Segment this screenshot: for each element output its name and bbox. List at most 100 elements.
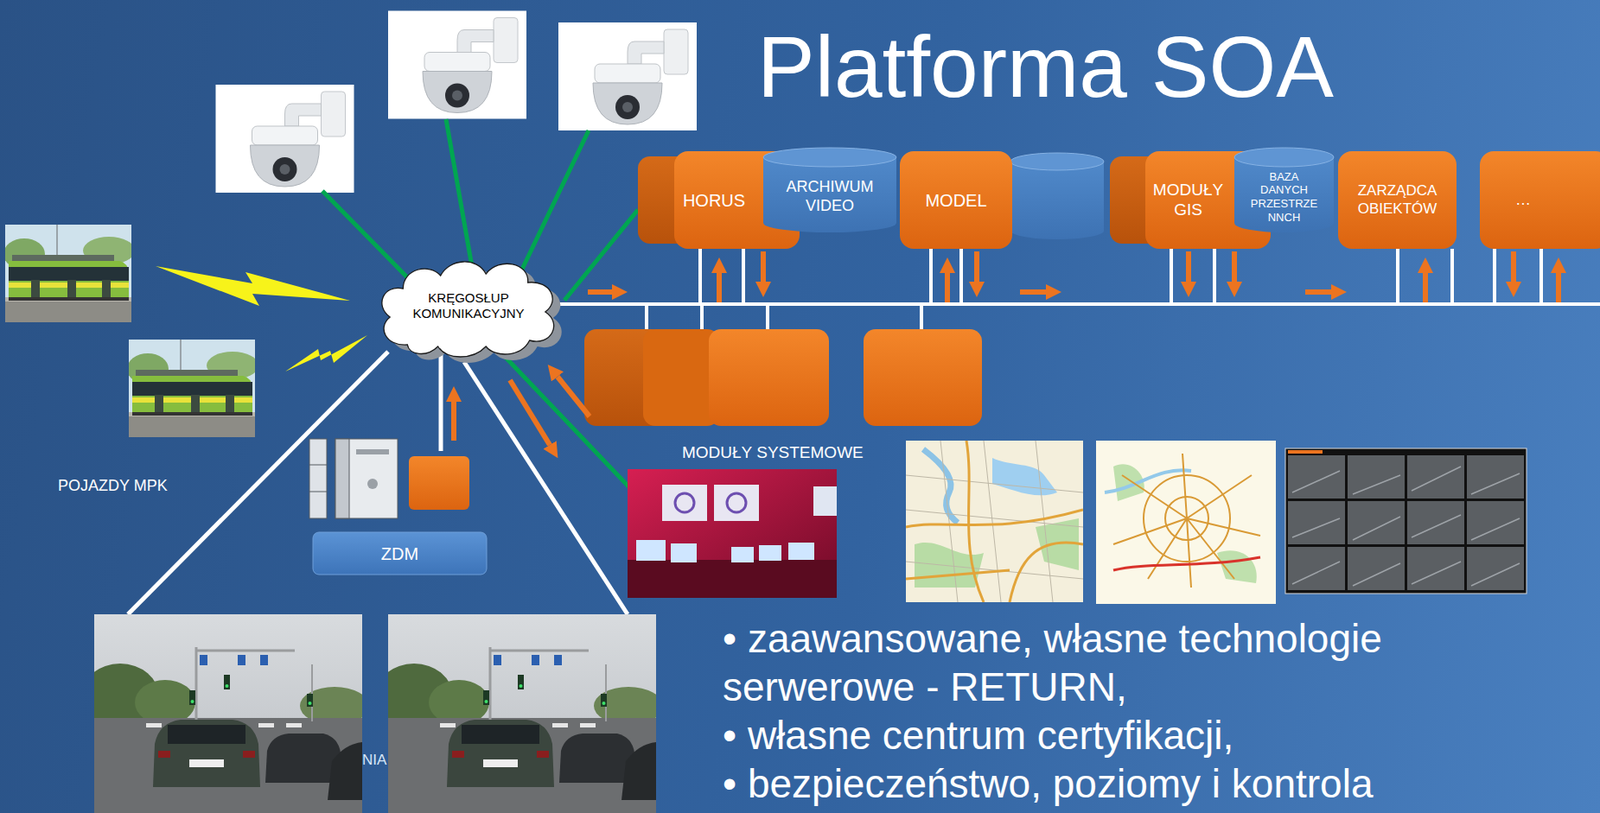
control-room-photo [758,545,782,561]
camera-grid [1352,563,1401,587]
data-flow-arrow [1555,273,1562,303]
camera-grid [1411,515,1461,538]
data-flow-arrow [509,380,550,446]
data-flow-arrow [1510,251,1517,282]
map-image [905,440,1084,603]
database-cylinder [1010,161,1104,240]
data-flow-arrow [1422,273,1428,303]
node-label: KRĘGOSŁUP KOMUNIKACYJNY [407,290,530,322]
camera-grid [1292,466,1520,587]
node-text-area: ARCHIWUM VIDEO [763,147,897,233]
node-text-area: MODEL [899,151,1013,249]
slide-title: Platforma SOA [757,19,1334,115]
database-cylinder: ARCHIWUM VIDEO [763,147,897,233]
camera-grid [1471,563,1520,587]
control-room-photo [675,493,695,513]
server-icon [367,478,378,490]
network-link [127,345,628,615]
server-icon [309,465,327,466]
data-flow-arrow [453,251,1559,446]
database-cylinder [1010,152,1104,240]
camera-grid [1352,516,1401,541]
data-flow-arrow [451,401,457,441]
data-flow-arrow [1019,289,1046,295]
data-flow-arrow [557,376,590,417]
data-flow-arrow [974,251,980,282]
camera-grid [1347,501,1405,545]
tram-photo [3,224,135,323]
control-room-photo [627,469,837,599]
cloud-node: KRĘGOSŁUP KOMUNIKACYJNY [372,249,565,363]
database-cylinder: BAZA DANYCH PRZESTRZE NNCH [1234,147,1334,233]
node-outline [763,147,897,167]
service-box: ZARZĄDCA OBIEKTÓW [1338,151,1457,249]
camera-grid [1287,450,1323,454]
data-flow-arrow [760,251,766,282]
orange-module [408,456,470,510]
tram-photo [127,339,259,438]
node-label: ZARZĄDCA OBIEKTÓW [1345,182,1450,218]
camera-link [322,191,415,286]
data-flow-arrow [1305,289,1332,295]
camera-grid [1285,448,1527,594]
organisation-box: ZDM [312,532,487,575]
service-bus [700,248,1542,305]
data-flow-arrow [1185,251,1192,282]
node-label: HORUS [678,190,750,211]
data-flow-arrow [587,289,612,295]
radio-link [155,266,351,306]
camera-grid [1285,448,1527,594]
control-room-photo [670,543,697,563]
camera-grid [1292,471,1340,493]
camera-grid [1411,561,1461,585]
data-flow-arrow [716,273,722,303]
bullet-point: • własne centrum certyfikacji, [722,711,1553,760]
street-photo [81,614,663,813]
camera-grid [1411,466,1461,491]
node-text-area: … [1479,151,1600,249]
system-module [863,329,982,427]
node-label: MODEL [906,190,1006,211]
server-icon [356,449,389,455]
map-image [905,440,1276,605]
node-outline [1479,151,1600,249]
camera-grid [1287,455,1346,499]
camera-grid [1352,475,1401,495]
node-outline [312,532,487,575]
radio-link [285,335,368,372]
node-label: ARCHIWUM VIDEO [771,178,888,216]
node-text-area: BAZA DANYCH PRZESTRZE NNCH [1234,147,1334,233]
node-outline [382,261,555,357]
server-icon [335,439,398,519]
camera-grid [1292,561,1340,585]
control-room-photo [713,484,759,522]
radio-link [155,266,368,372]
camera-grid [1347,547,1405,591]
node-outline [382,261,562,364]
camera-grid [1466,501,1524,545]
control-room-photo [731,547,754,563]
control-room-photo [627,560,837,599]
service-bus [646,304,922,334]
control-room-photo [813,486,837,517]
node-label: BAZA DANYCH PRZESTRZE NNCH [1248,170,1320,224]
node-outline [1234,147,1334,167]
control-room-photo [726,493,746,513]
node-label: … [1486,191,1560,211]
section-label: MODUŁY SYSTEMOWE [682,442,907,464]
server-icon [335,439,350,519]
street-photo [81,614,370,813]
system-module [584,329,982,427]
camera-photo [388,11,527,120]
data-flow-arrow [1231,251,1237,282]
system-module [708,329,829,427]
camera-photo [216,84,355,193]
node-text-area: ZARZĄDCA OBIEKTÓW [1338,151,1457,249]
node-outline [1479,151,1600,249]
server-icon [309,491,327,493]
node-text-area: ZDM [312,532,487,575]
service-bus [553,248,1600,334]
control-room-photo [788,542,815,561]
database-cylinder [1010,152,1104,171]
server-icon [309,439,327,519]
